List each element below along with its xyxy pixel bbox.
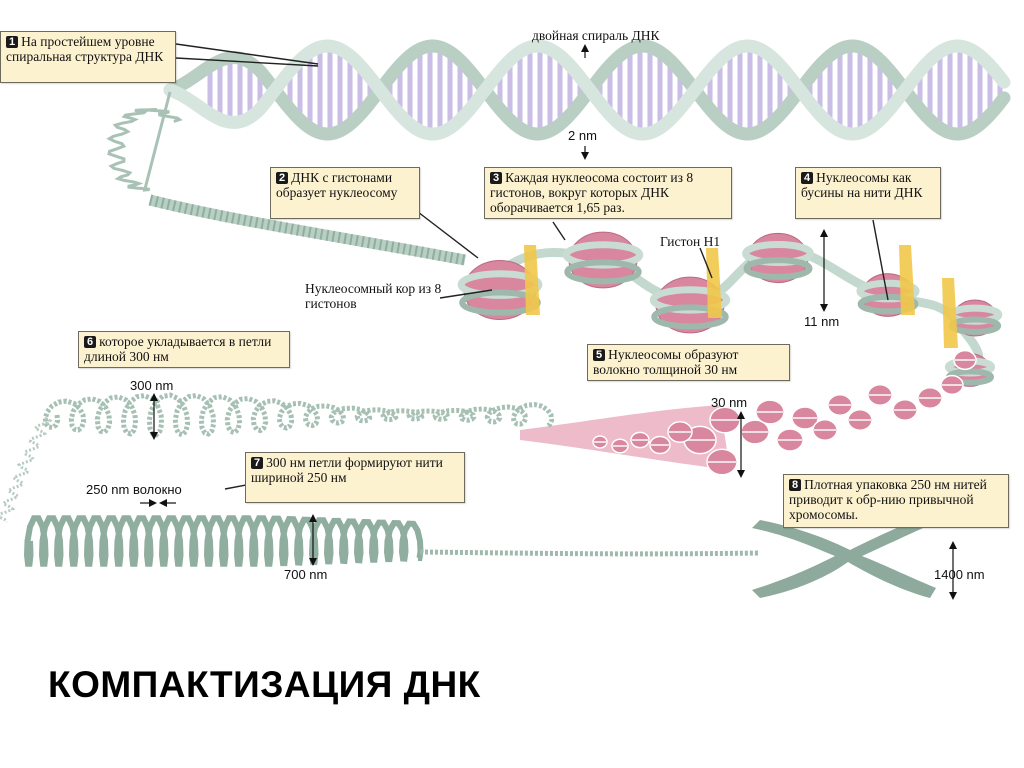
step-badge: 6 xyxy=(84,336,97,348)
measure-30nm: 30 nm xyxy=(711,395,748,410)
helix-front-strand xyxy=(163,39,1011,141)
nucleosome-core-label: Нуклеосомный кор из 8 гистонов xyxy=(305,281,442,311)
chromatin-30nm-fiber xyxy=(592,349,977,476)
step-badge: 1 xyxy=(6,36,19,48)
double-helix-label: двойная спираль ДНК xyxy=(532,28,660,43)
dna-wrap xyxy=(564,259,642,285)
fiber-250nm-thin-tail xyxy=(419,549,761,557)
step-text: Нуклеосомы образуют волокно толщиной 30 … xyxy=(593,347,739,377)
measure-11nm: 11 nm xyxy=(804,314,840,329)
fiber-250nm-label: 250 nm волокно xyxy=(86,482,182,497)
fiber-250nm-coil xyxy=(23,515,424,567)
chromatid-left xyxy=(752,516,936,598)
measurement-arrows xyxy=(140,44,957,600)
leader-lines xyxy=(175,43,889,490)
step-badge: 3 xyxy=(490,172,503,184)
chromatin-300nm-loops xyxy=(42,392,555,438)
step-badge: 2 xyxy=(276,172,289,184)
dna-wrap xyxy=(743,257,813,280)
step-badge: 4 xyxy=(801,172,814,184)
chromatin-loops-left-tail xyxy=(0,416,53,523)
step-text: 300 нм петли формируют нити шириной 250 … xyxy=(251,455,443,485)
step-text: На простейшем уровне спиральная структур… xyxy=(6,34,164,64)
dna-wrap xyxy=(651,304,729,330)
nucleosome-entry-fiber-texture xyxy=(148,194,467,266)
step-text: которое укладывается в петли длиной 300 … xyxy=(84,334,272,364)
dna-double-helix xyxy=(163,39,1011,141)
step-badge: 8 xyxy=(789,479,802,491)
step-badge: 5 xyxy=(593,349,606,361)
nucleosome-beads xyxy=(457,231,1003,387)
step-text: Нуклеосомы как бусины на нити ДНК xyxy=(801,170,923,200)
chromosome xyxy=(752,516,936,598)
measure-700nm: 700 nm xyxy=(284,567,328,582)
step-text: Каждая нуклеосома состоит из 8 гистонов,… xyxy=(490,170,694,215)
step-text: ДНК с гистонами образует нуклеосому xyxy=(276,170,398,200)
step-badge: 7 xyxy=(251,457,264,469)
measure-2nm: 2 nm xyxy=(568,128,597,143)
measure-1400nm: 1400 nm xyxy=(934,567,985,582)
histone-h1 xyxy=(942,278,958,348)
histone-h1 xyxy=(899,245,915,315)
histone-h1 xyxy=(706,248,722,318)
page-title: КОМПАКТИЗАЦИЯ ДНК xyxy=(48,664,481,705)
dna-coiled-tail xyxy=(106,91,183,192)
histone-h1-label: Гистон Н1 xyxy=(660,234,721,249)
step-text: Плотная упаковка 250 нм нитей приводит к… xyxy=(789,477,987,522)
measure-300nm: 300 nm xyxy=(130,378,174,393)
histone-h1 xyxy=(524,245,540,315)
